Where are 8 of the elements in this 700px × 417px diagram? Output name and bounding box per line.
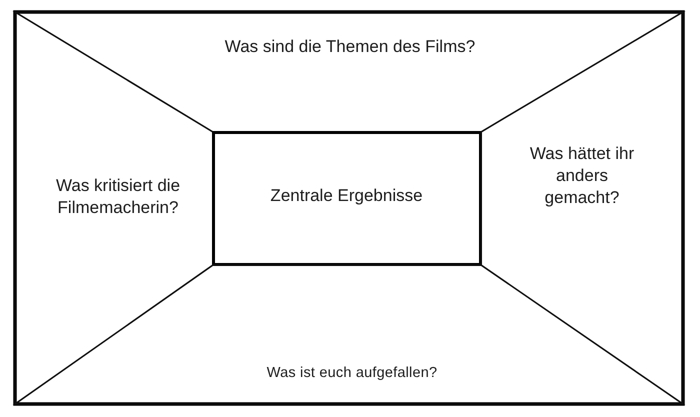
question-text: Was ist euch aufgefallen? — [266, 364, 438, 383]
trapezoid-zone — [15, 265, 683, 404]
question-text: Was kritisiert die Filmemacherin? — [54, 175, 182, 219]
question-text: Was sind die Themen des Films? — [224, 36, 476, 58]
trapezoid-zone — [481, 12, 683, 404]
center-text: Zentrale Ergebnisse — [270, 184, 423, 206]
question-text: Was hättet ihr anders gemacht? — [528, 143, 636, 209]
center-box — [212, 131, 482, 266]
